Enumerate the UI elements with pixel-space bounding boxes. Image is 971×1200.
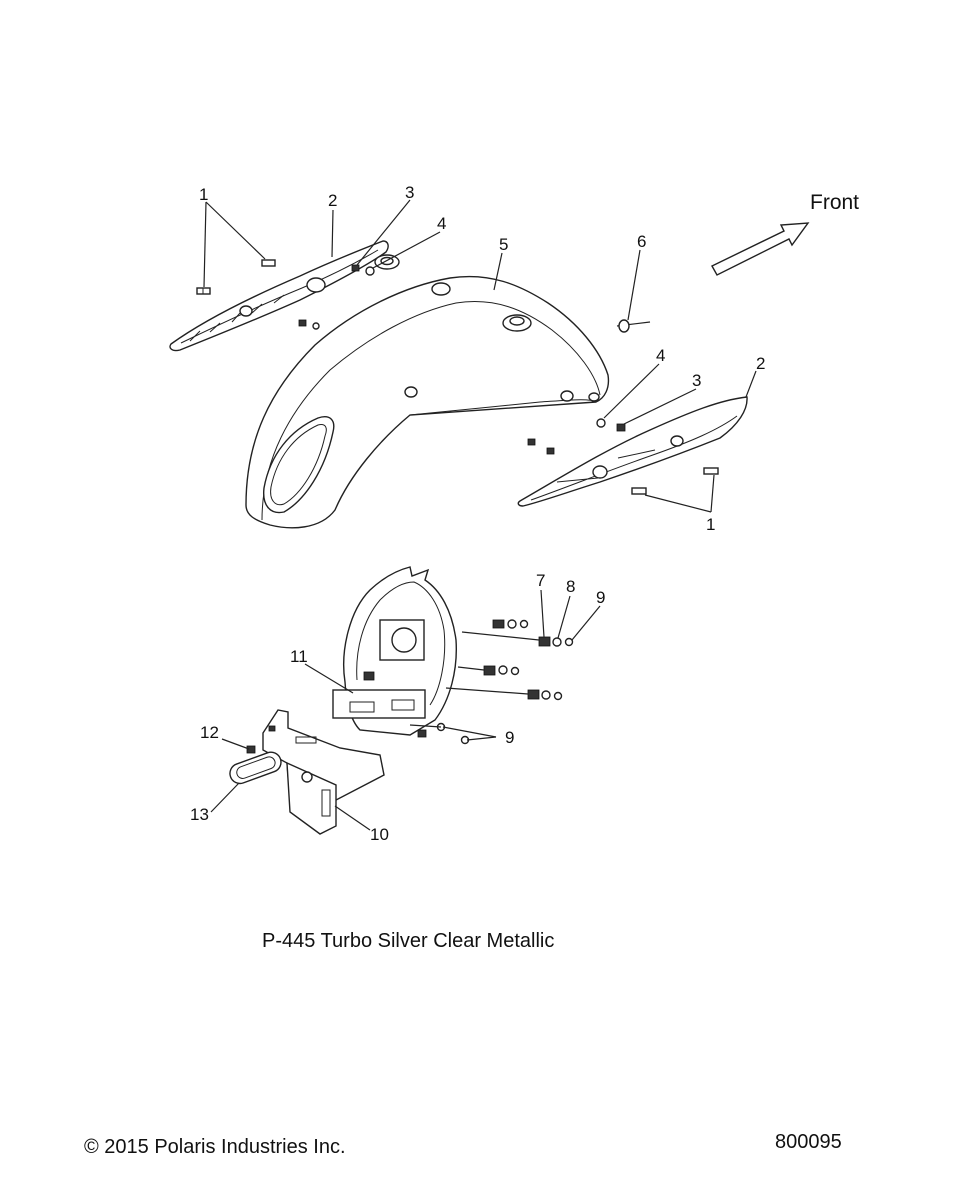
- leader-lines: [203, 199, 757, 831]
- callout-10: 10: [370, 825, 389, 844]
- washer-4b: [596, 418, 606, 428]
- screw-1b: [261, 259, 276, 267]
- copyright-notice: © 2015 Polaris Industries Inc.: [84, 1136, 346, 1158]
- callout-4-lower: 4: [656, 346, 665, 365]
- reflector: [229, 751, 282, 785]
- paint-caption: P-445 Turbo Silver Clear Metallic: [262, 930, 555, 952]
- callout-2-upper: 2: [328, 191, 337, 210]
- washer-4a: [365, 266, 375, 276]
- rivet-6: [616, 319, 651, 333]
- callout-12: 12: [200, 723, 219, 742]
- callout-7: 7: [536, 571, 545, 590]
- callout-3-upper: 3: [405, 183, 414, 202]
- callout-9-upper: 9: [596, 588, 605, 607]
- hardware-row-1: [492, 619, 529, 629]
- fender-support-bracket: [332, 566, 458, 738]
- license-plate-bracket: [262, 709, 385, 835]
- callout-6: 6: [637, 232, 646, 251]
- screw-12: [246, 745, 256, 754]
- callout-13: 13: [190, 805, 209, 824]
- nut-inner-a: [298, 319, 320, 330]
- nut-3b: [616, 423, 626, 432]
- fender-trim-right: [517, 396, 748, 507]
- callout-5: 5: [499, 235, 508, 254]
- screw-1c: [631, 487, 647, 495]
- nut-3a: [351, 264, 360, 272]
- callout-3-lower: 3: [692, 371, 701, 390]
- hardware-row-3: [457, 665, 520, 676]
- front-arrow: [711, 222, 810, 276]
- nut-inner-b: [527, 438, 555, 455]
- callout-1-upper: 1: [199, 185, 208, 204]
- callout-4-upper: 4: [437, 214, 446, 233]
- diagram-number: 800095: [775, 1131, 842, 1153]
- callout-9-lower: 9: [505, 728, 514, 747]
- callout-2-lower: 2: [756, 354, 765, 373]
- callout-11: 11: [290, 647, 308, 666]
- fender-trim-left: [169, 240, 389, 352]
- front-fender: [245, 254, 610, 529]
- screw-1d: [703, 467, 719, 475]
- hardware-row-4: [445, 687, 563, 701]
- front-label: Front: [810, 191, 859, 214]
- hardware-row-2: [461, 631, 574, 647]
- screw-1a: [196, 287, 211, 295]
- callout-1-lower: 1: [706, 515, 715, 534]
- callout-8: 8: [566, 577, 575, 596]
